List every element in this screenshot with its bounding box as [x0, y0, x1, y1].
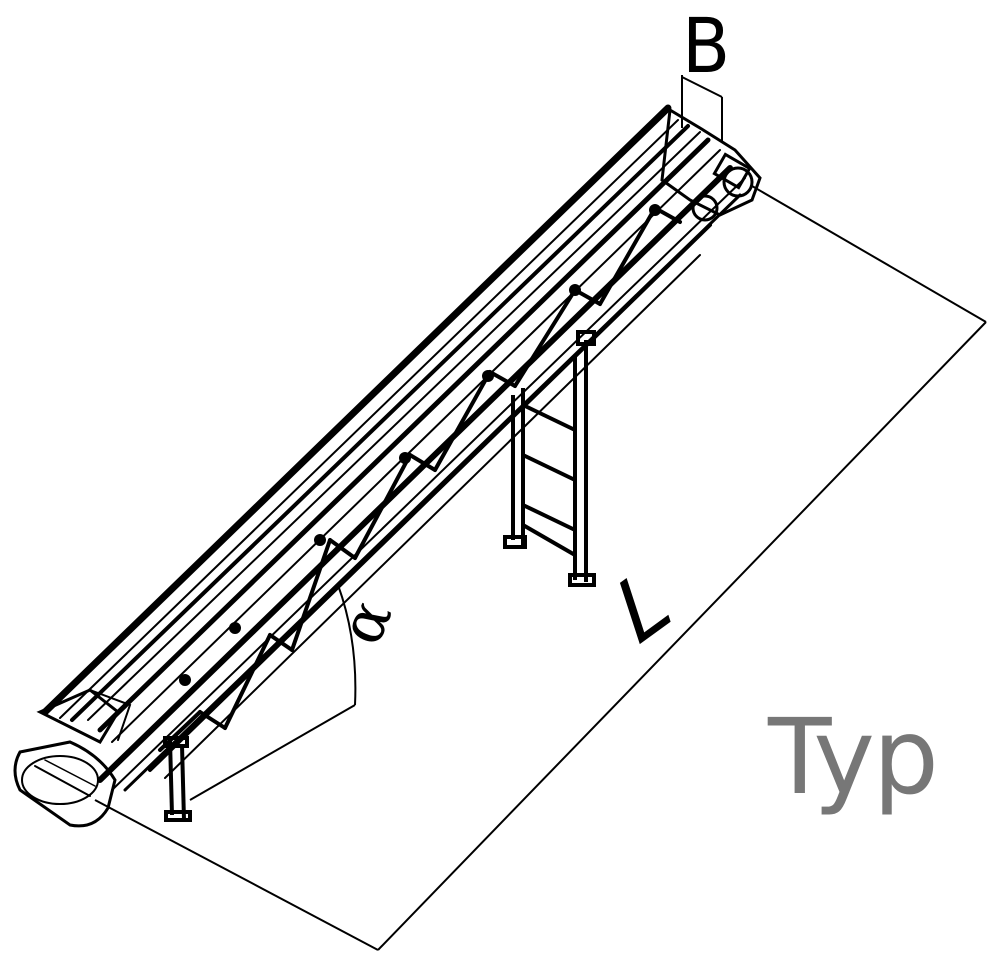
- dimension-line-length: [377, 321, 987, 951]
- side-rail-top: [41, 104, 672, 716]
- dimension-line-right-edge: [751, 185, 987, 323]
- width-label: B: [682, 1, 731, 90]
- front-leg: [163, 736, 192, 822]
- side-rail-bottom: [97, 165, 733, 783]
- dimension-lines: [94, 75, 987, 951]
- head-drive: [660, 107, 762, 222]
- tail-drum: [13, 740, 117, 828]
- supports: [163, 330, 596, 822]
- dimension-line-left-edge: [94, 799, 379, 951]
- width-tick-top: [681, 76, 723, 98]
- type-label: Typ: [768, 696, 939, 818]
- angle-arc: [337, 584, 357, 706]
- rear-ladder-support: [503, 330, 596, 587]
- angle-line-base: [189, 704, 356, 801]
- roller-dots: [179, 204, 661, 686]
- infeed-hopper: [36, 688, 120, 744]
- conveyor-frame: [13, 104, 762, 828]
